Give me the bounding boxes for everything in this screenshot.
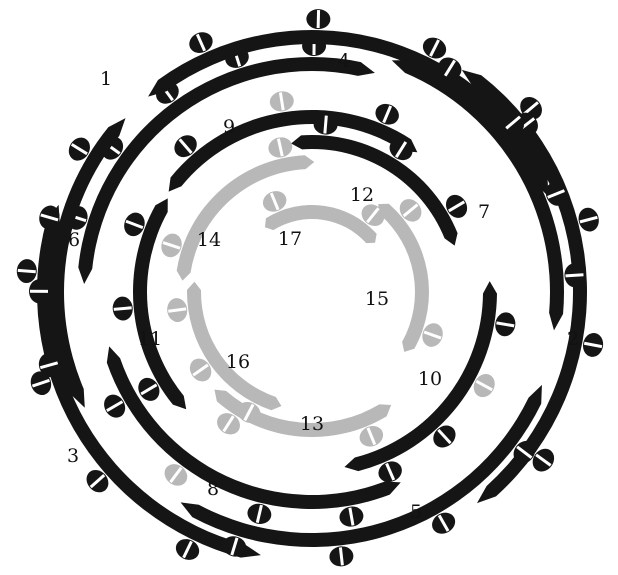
group-label: 16 xyxy=(226,351,250,373)
group-label: 14 xyxy=(197,229,221,251)
group-label: 12 xyxy=(350,184,374,206)
group-label: 1 xyxy=(100,68,112,90)
nodule xyxy=(581,331,605,358)
crescent-stem-15 xyxy=(378,204,429,352)
crescent-stem-16 xyxy=(187,282,281,410)
nodule xyxy=(16,258,38,283)
nodule xyxy=(493,311,517,338)
group-label: 15 xyxy=(365,288,389,310)
group-label: 4 xyxy=(338,50,350,72)
group-label: 10 xyxy=(418,368,442,390)
nodule xyxy=(338,505,365,529)
group-label: 17 xyxy=(278,228,302,250)
group-label: 6 xyxy=(68,229,80,251)
nodule xyxy=(306,9,330,30)
nodule xyxy=(268,90,295,114)
crescent-stem-1 xyxy=(78,57,375,284)
group-label: 8 xyxy=(207,478,219,500)
group-label: 13 xyxy=(300,413,324,435)
crescent-stem-12 xyxy=(291,135,457,246)
nodule xyxy=(29,279,49,303)
nodule xyxy=(166,297,189,323)
group-label: 11 xyxy=(138,328,162,350)
group-label: 3 xyxy=(67,445,79,467)
nodule xyxy=(266,135,294,160)
group-label: 9 xyxy=(223,116,235,138)
crescent-stem-2 xyxy=(462,70,587,503)
group-label: 2 xyxy=(567,328,579,350)
group-label: 7 xyxy=(478,201,490,223)
nodule xyxy=(112,296,134,322)
nodule xyxy=(245,501,273,526)
leaf-group-4: 4 xyxy=(148,9,548,197)
group-label: 5 xyxy=(410,501,422,523)
nodule xyxy=(328,545,354,568)
leaf-group-9: 9 xyxy=(169,90,418,192)
leaf-group-13: 13 xyxy=(213,390,391,451)
leaf-group-2: 2 xyxy=(462,70,605,503)
